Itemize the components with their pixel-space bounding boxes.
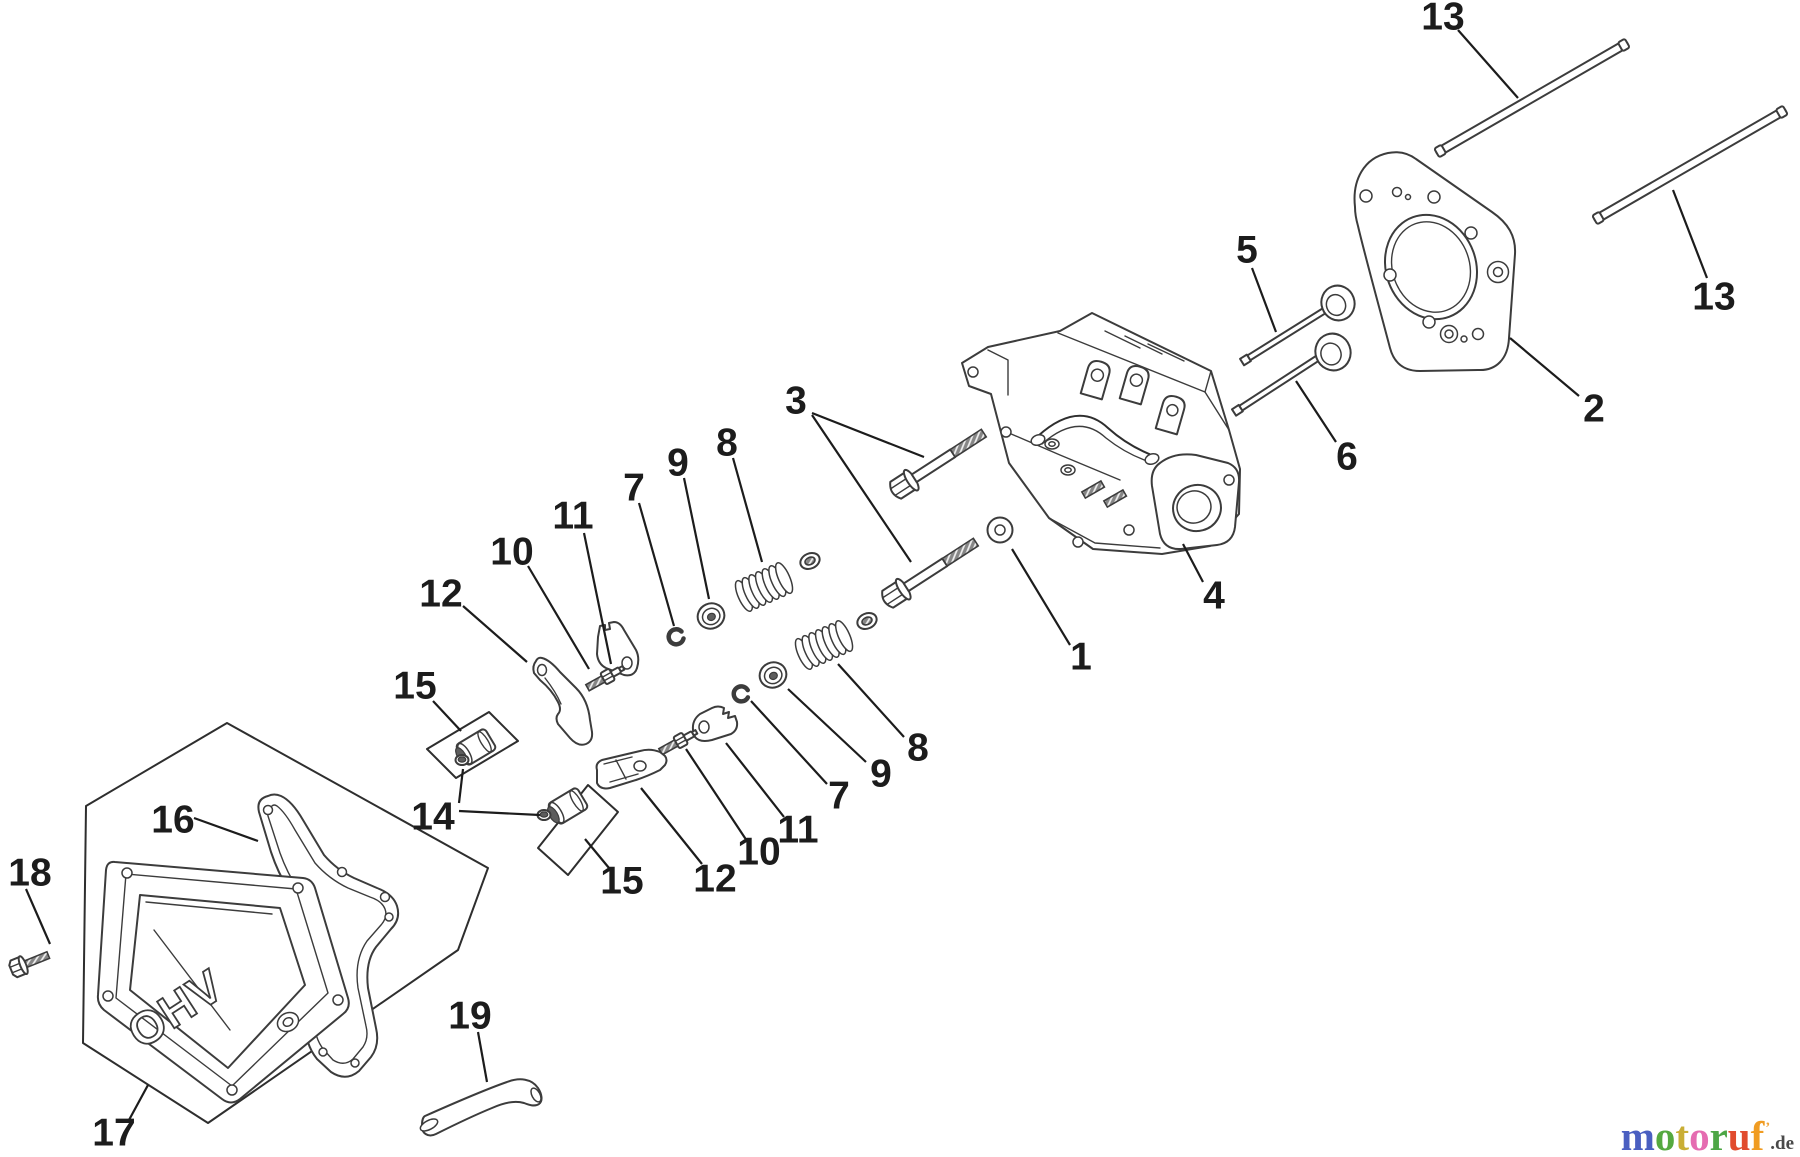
callout-4[interactable]: 4 xyxy=(1203,575,1225,618)
rocker-pivot-lower xyxy=(691,705,739,742)
rocker-arm-upper xyxy=(532,656,594,746)
leader-line xyxy=(750,700,828,785)
callout-13[interactable]: 13 xyxy=(1421,0,1464,39)
callout-7[interactable]: 7 xyxy=(828,775,850,818)
leader-line xyxy=(725,742,785,818)
leader-line xyxy=(1250,267,1278,333)
callout-18[interactable]: 18 xyxy=(8,852,51,895)
leader-line xyxy=(685,748,748,842)
leader-line xyxy=(1671,189,1709,279)
leader-line xyxy=(458,809,541,817)
watermark-letter: o xyxy=(1689,1113,1710,1157)
callout-12[interactable]: 12 xyxy=(419,573,462,616)
valve-exhaust xyxy=(1230,332,1352,417)
leader-line xyxy=(682,477,711,600)
callout-12[interactable]: 12 xyxy=(693,858,736,901)
valve-cover-drawing: OHV xyxy=(96,860,350,1104)
leader-line xyxy=(1509,337,1580,397)
lifter-kit-box-upper xyxy=(426,711,519,779)
head-gasket-drawing xyxy=(1353,151,1517,372)
callout-13[interactable]: 13 xyxy=(1692,276,1735,319)
callout-5[interactable]: 5 xyxy=(1236,229,1258,272)
callout-2[interactable]: 2 xyxy=(1583,388,1605,431)
callout-15[interactable]: 15 xyxy=(600,860,643,903)
leader-line xyxy=(837,663,905,738)
watermark-logo[interactable]: motoruf’.de xyxy=(1621,1116,1794,1157)
callout-11[interactable]: 11 xyxy=(777,809,818,852)
callout-6[interactable]: 6 xyxy=(1336,436,1358,479)
spring-retainer-lower xyxy=(754,657,792,693)
leader-line xyxy=(811,411,925,459)
callout-1[interactable]: 1 xyxy=(1070,636,1092,679)
watermark-letter: m xyxy=(1620,1113,1655,1157)
watermark-letter: t xyxy=(1675,1113,1690,1157)
cylinder-head-drawing xyxy=(961,312,1241,555)
leader-line xyxy=(1295,380,1337,443)
leader-line xyxy=(1011,548,1071,646)
leader-line xyxy=(432,700,462,732)
leader-line xyxy=(128,1084,149,1121)
breather-hose-drawing xyxy=(419,1078,543,1137)
push-rod-upper xyxy=(1433,37,1631,159)
callout-10[interactable]: 10 xyxy=(490,531,533,574)
leader-line xyxy=(1457,29,1519,99)
callout-8[interactable]: 8 xyxy=(907,727,929,770)
leader-line xyxy=(731,457,764,563)
leader-line xyxy=(462,605,528,663)
head-bolt-lower xyxy=(876,531,984,613)
leader-line xyxy=(584,838,610,869)
spring-retainer-upper xyxy=(692,598,730,634)
head-bolt-upper xyxy=(884,422,992,504)
callout-10[interactable]: 10 xyxy=(737,831,780,874)
leader-line xyxy=(193,816,259,843)
callout-17[interactable]: 17 xyxy=(92,1112,135,1155)
cover-bolt-drawing xyxy=(8,950,51,979)
watermark-suffix: .de xyxy=(1770,1133,1794,1154)
valve-keeper-upper xyxy=(669,629,684,644)
watermark-letter: r xyxy=(1709,1113,1728,1157)
washer-drawing xyxy=(986,516,1014,544)
leader-line xyxy=(787,688,867,763)
callout-8[interactable]: 8 xyxy=(716,422,738,465)
callout-16[interactable]: 16 xyxy=(151,799,194,842)
leader-line xyxy=(1182,543,1204,583)
lifter-nut-upper xyxy=(454,754,470,766)
rocker-stud-lower xyxy=(656,725,701,759)
watermark-accent: ’ xyxy=(1765,1120,1771,1136)
watermark-letter: o xyxy=(1654,1113,1676,1157)
cover-kit-box xyxy=(82,722,489,1124)
leader-line xyxy=(457,768,465,804)
leader-line xyxy=(582,532,613,665)
rocker-pivot-upper xyxy=(596,621,640,677)
callout-9[interactable]: 9 xyxy=(870,753,892,796)
callout-3[interactable]: 3 xyxy=(785,380,807,423)
watermark-letter: f xyxy=(1750,1113,1765,1157)
valve-intake xyxy=(1239,284,1356,367)
valve-spring-lower xyxy=(791,617,857,673)
rocker-arm-lower xyxy=(595,748,668,790)
valve-spring-upper xyxy=(731,559,797,615)
leader-line xyxy=(527,565,590,670)
watermark-letter: u xyxy=(1727,1113,1751,1157)
leader-line xyxy=(637,502,676,627)
valve-keeper-lower xyxy=(732,685,750,703)
leader-line xyxy=(476,1031,489,1083)
callout-14[interactable]: 14 xyxy=(411,796,455,839)
valve-cap-lower xyxy=(853,609,881,633)
callout-19[interactable]: 19 xyxy=(448,995,491,1038)
callout-11[interactable]: 11 xyxy=(552,495,593,538)
valve-cap-upper xyxy=(796,549,824,573)
leader-line xyxy=(640,787,703,865)
callout-15[interactable]: 15 xyxy=(393,665,436,708)
callout-9[interactable]: 9 xyxy=(667,442,689,485)
leader-line xyxy=(811,414,912,563)
leader-line xyxy=(24,888,52,945)
push-rod-lower xyxy=(1591,104,1789,226)
callout-7[interactable]: 7 xyxy=(623,467,645,510)
